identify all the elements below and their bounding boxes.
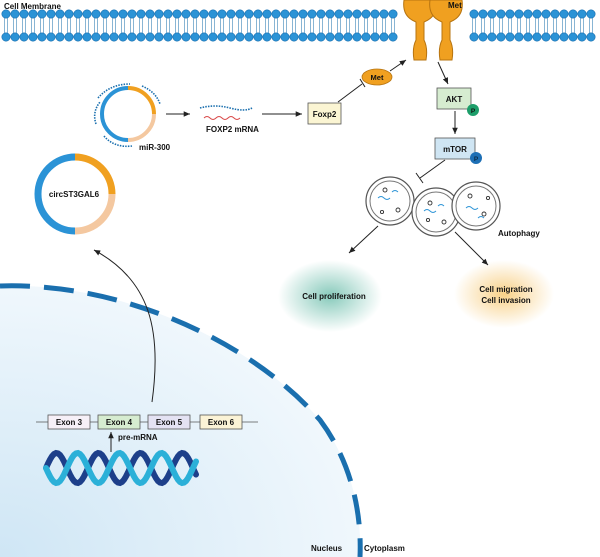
nucleus-envelope xyxy=(0,283,363,557)
exon4-box xyxy=(97,414,141,430)
cytoplasm-label: Cytoplasm xyxy=(364,544,405,553)
migration-glow xyxy=(454,260,554,328)
met-receptor xyxy=(403,0,463,61)
nucleus-label: Nucleus xyxy=(311,544,343,553)
mir300-label: miR-300 xyxy=(139,143,171,152)
met-receptor-label: Met xyxy=(448,1,462,10)
mtor-phospho-label: P xyxy=(474,156,479,163)
exon5-label: Exon 5 xyxy=(156,418,183,427)
arrow-nucleus-to-circ xyxy=(93,249,156,403)
autophagy-label: Autophagy xyxy=(498,229,540,238)
mtor-phospho-badge xyxy=(470,152,482,164)
pre-mrna-label: pre-mRNA xyxy=(118,433,158,442)
circST3GAL6-ring xyxy=(34,153,116,235)
inhibit-mtor-autophagy xyxy=(419,159,446,179)
arrow-receptor-to-akt xyxy=(437,61,449,85)
foxp2-box xyxy=(307,102,342,125)
met-ligand xyxy=(361,68,393,86)
cell-membrane-label: Cell Membrane xyxy=(4,2,61,11)
cell-invasion-label: Cell invasion xyxy=(481,296,530,305)
inhibit-foxp2-met-bar xyxy=(359,78,366,88)
exon6-box xyxy=(199,414,243,430)
arrow-autophagy-to-migration xyxy=(454,231,489,266)
akt-phospho-badge xyxy=(467,104,479,116)
mir300-circ-sponge xyxy=(93,83,161,148)
exon4-label: Exon 4 xyxy=(106,418,133,427)
met-ligand-label: Met xyxy=(371,73,384,82)
mtor-label: mTOR xyxy=(443,145,467,154)
proliferation-glow xyxy=(278,260,382,332)
exon3-label: Exon 3 xyxy=(56,418,83,427)
foxp2-mrna-label: FOXP2 mRNA xyxy=(206,125,259,134)
akt-box xyxy=(436,87,472,110)
cell-migration-label: Cell migration xyxy=(479,285,532,294)
exon5-box xyxy=(147,414,191,430)
mtor-box xyxy=(434,137,476,160)
inhibit-foxp2-met xyxy=(337,83,363,103)
autophagosomes xyxy=(365,176,501,237)
akt-label: AKT xyxy=(446,95,463,104)
inhibit-mtor-autophagy-bar xyxy=(415,172,424,184)
dna-double-helix xyxy=(43,449,199,487)
akt-phospho-label: P xyxy=(471,108,476,115)
cell-membrane xyxy=(1,9,596,42)
foxp2-label: Foxp2 xyxy=(313,110,337,119)
foxp2-mrna-strand xyxy=(199,105,253,120)
arrow-met-to-receptor xyxy=(389,59,407,72)
exon3-box xyxy=(47,414,91,430)
circST3GAL6-label: circST3GAL6 xyxy=(49,190,100,199)
exon6-label: Exon 6 xyxy=(208,418,235,427)
arrow-autophagy-to-proliferation xyxy=(348,225,379,254)
cell-proliferation-label: Cell proliferation xyxy=(302,292,366,301)
